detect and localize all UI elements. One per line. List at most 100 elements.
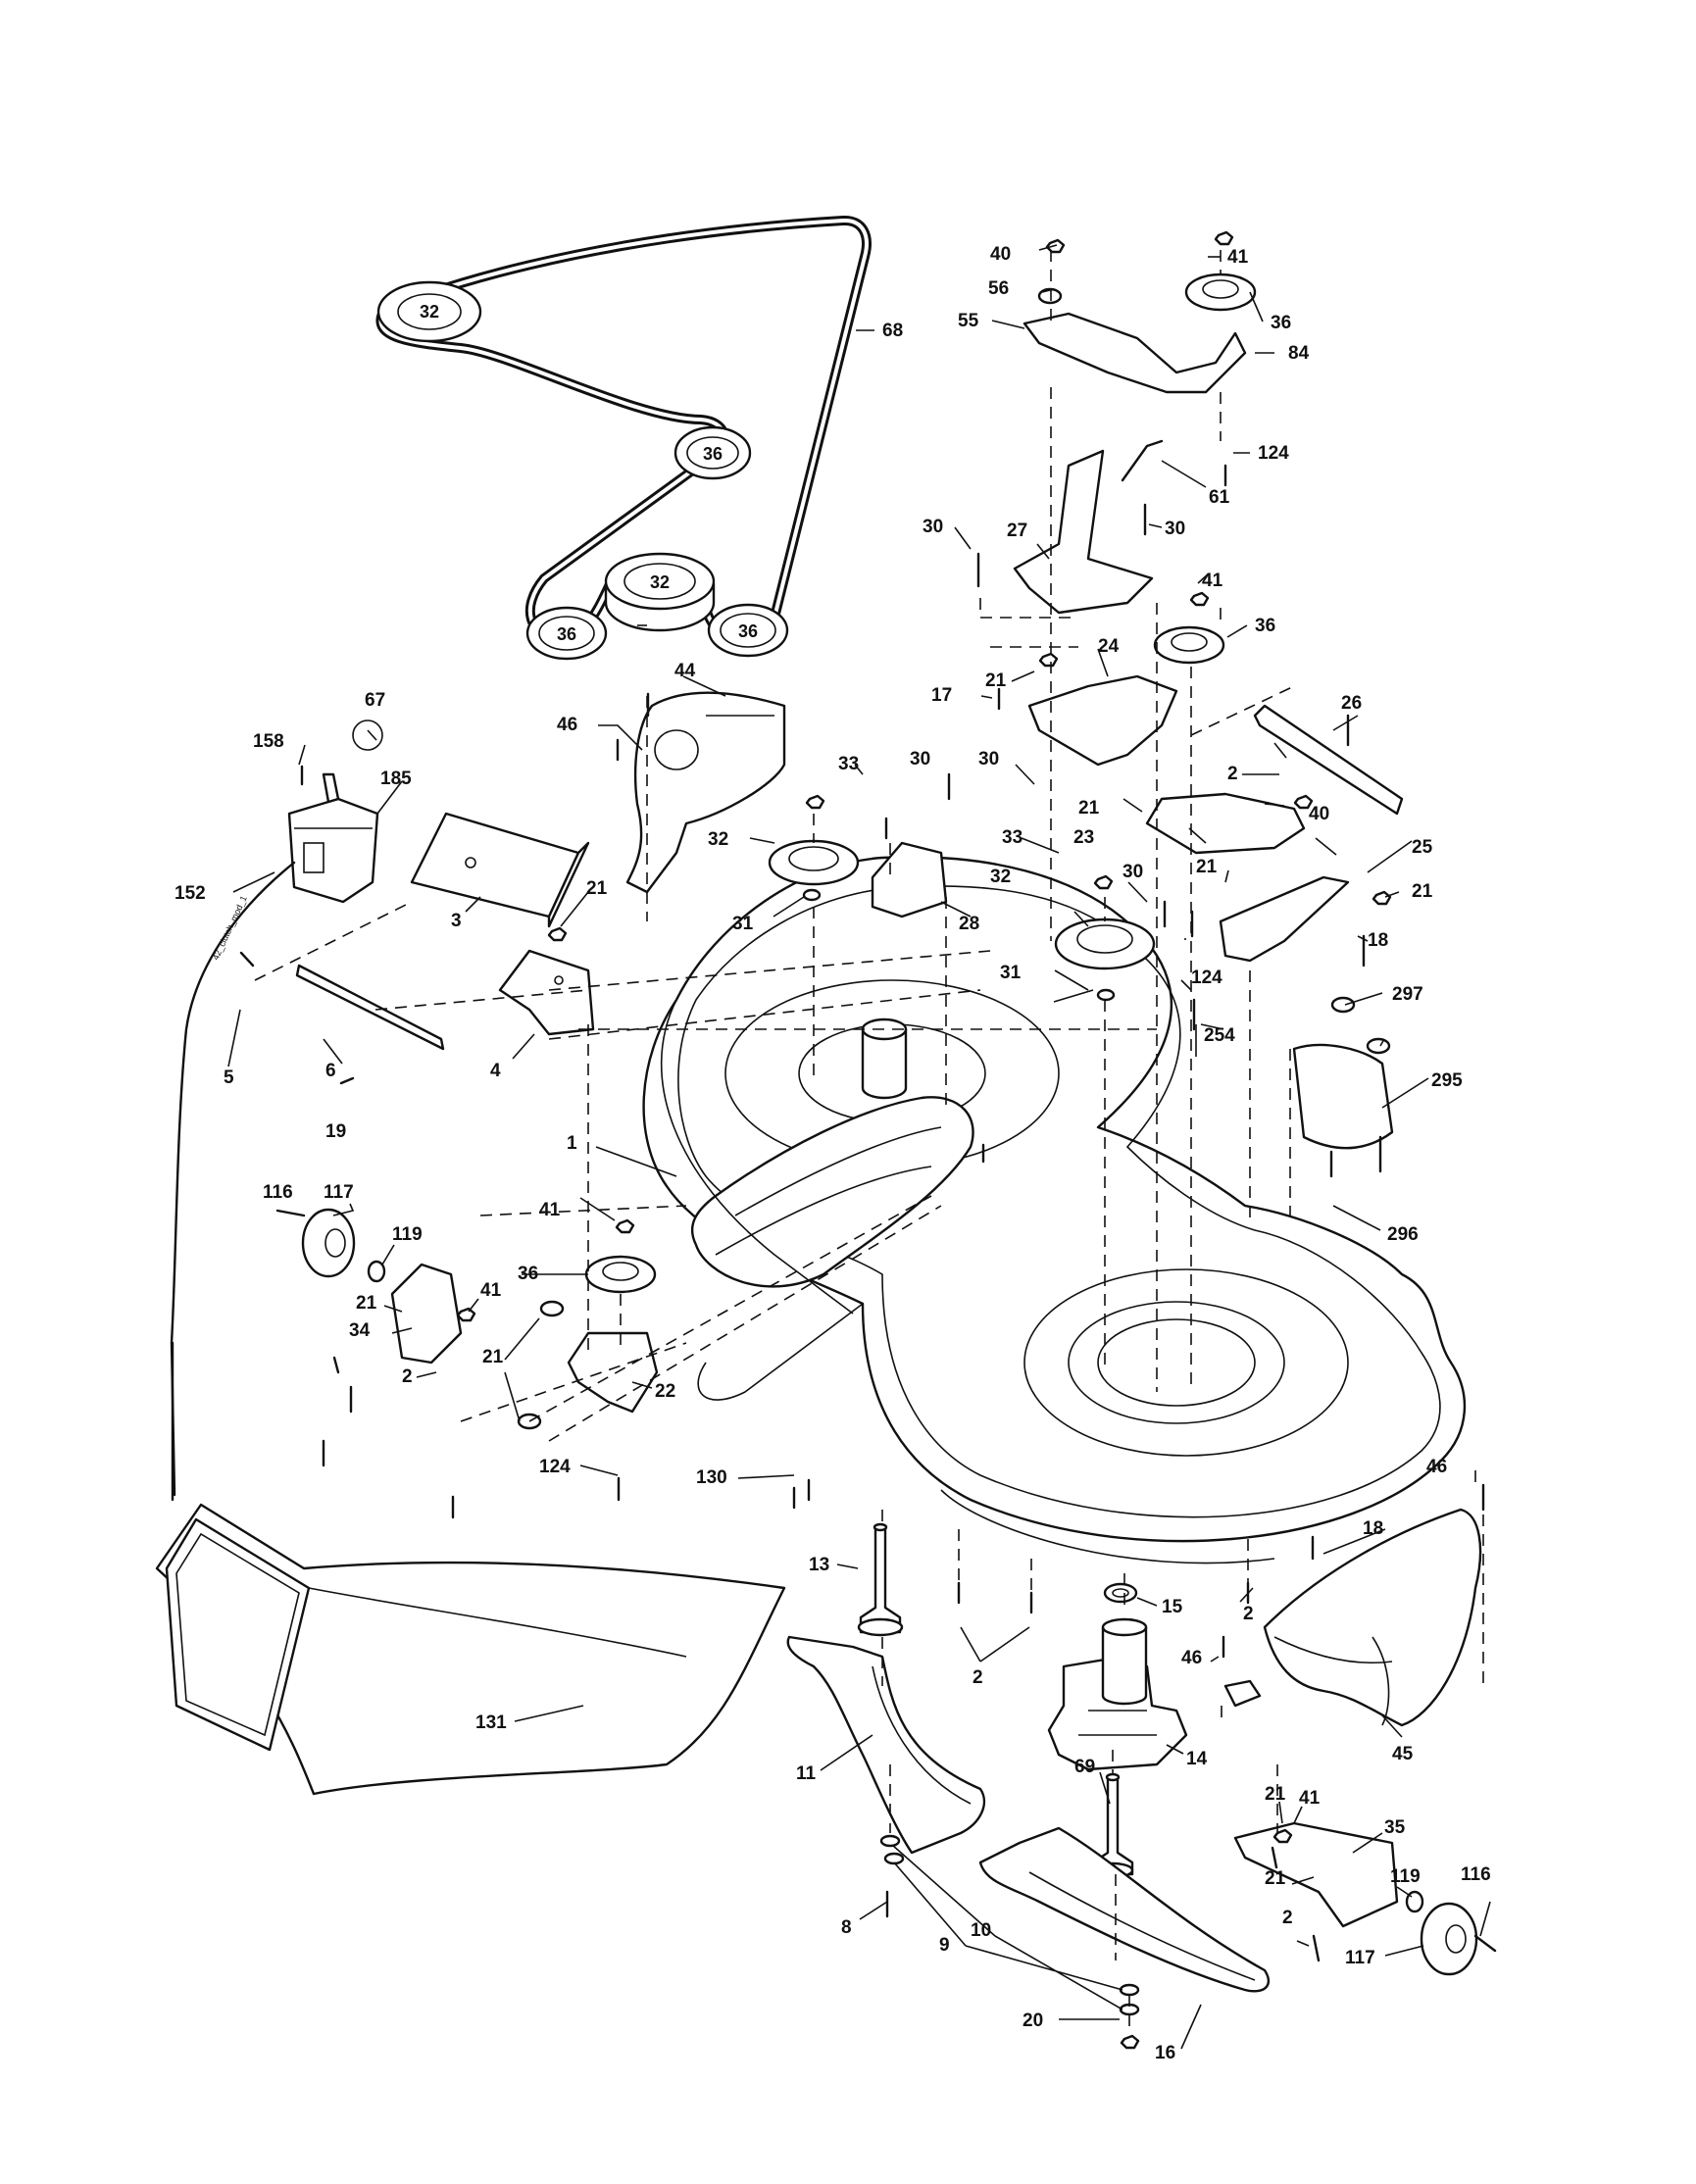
pulley-label: 36: [557, 624, 576, 644]
part-label-131: 131: [475, 1712, 507, 1733]
part-label-152: 152: [175, 883, 206, 904]
part-label-2: 2: [973, 1667, 983, 1688]
part-label-13: 13: [809, 1555, 829, 1575]
gauge-wheel-117-left: [301, 1208, 356, 1278]
part-label-41: 41: [1299, 1788, 1321, 1809]
part-label-24: 24: [1098, 636, 1120, 657]
baffle-45: [1223, 1508, 1482, 1727]
bracket-3: [410, 812, 590, 928]
belt-pulley-36-lower: 36: [707, 603, 789, 658]
ball-67: [352, 720, 383, 751]
part-label-17: 17: [931, 685, 952, 706]
part-label-116: 116: [1461, 1864, 1491, 1885]
clutch-bracket-185: [287, 772, 379, 904]
part-label-30: 30: [910, 749, 930, 769]
part-label-18: 18: [1363, 1518, 1383, 1539]
part-label-46: 46: [1181, 1648, 1202, 1668]
part-label-33: 33: [1002, 827, 1023, 848]
bracket-23: [1145, 792, 1306, 855]
washer-119-left: [367, 1260, 386, 1283]
part-label-124: 124: [539, 1457, 571, 1477]
bracket-26: [1253, 704, 1404, 816]
spindle-13: [857, 1522, 904, 1637]
bracket-4: [498, 949, 595, 1036]
part-label-119: 119: [1390, 1866, 1421, 1887]
idler-arm-55: [1023, 312, 1247, 394]
part-label-116: 116: [263, 1182, 293, 1203]
part-label-3: 3: [451, 911, 462, 931]
spindle-housing-14: [1047, 1617, 1188, 1771]
part-label-56: 56: [988, 278, 1009, 299]
part-label-21: 21: [356, 1293, 377, 1314]
part-label-124: 124: [1191, 968, 1222, 988]
part-label-69: 69: [1074, 1757, 1095, 1777]
part-label-40: 40: [990, 244, 1011, 265]
part-label-10: 10: [971, 1920, 991, 1941]
bagger-chute-131: [155, 1503, 786, 1796]
pulley-label: 36: [738, 621, 758, 641]
part-label-21: 21: [586, 878, 608, 899]
part-label-11: 11: [796, 1763, 817, 1784]
bracket-25: [1219, 875, 1350, 963]
part-label-19: 19: [325, 1121, 346, 1142]
part-label-21: 21: [1196, 857, 1218, 877]
part-label-21: 21: [1265, 1868, 1286, 1889]
part-label-16: 16: [1155, 2043, 1175, 2063]
part-label-2: 2: [1282, 1908, 1293, 1928]
part-label-67: 67: [365, 690, 385, 711]
part-label-61: 61: [1209, 487, 1230, 508]
part-label-1: 1: [567, 1133, 577, 1154]
blade-16: [978, 1826, 1271, 1993]
part-label-297: 297: [1392, 984, 1423, 1005]
baffle-295: [1292, 1043, 1394, 1150]
part-label-22: 22: [655, 1381, 675, 1402]
pulley-label: 32: [650, 572, 670, 592]
pulley-32-left: [768, 839, 860, 886]
part-label-35: 35: [1384, 1817, 1406, 1838]
part-label-84: 84: [1288, 343, 1310, 364]
part-label-21: 21: [1412, 881, 1433, 902]
part-label-30: 30: [1165, 519, 1185, 539]
part-label-158: 158: [253, 731, 284, 752]
part-label-36: 36: [1255, 616, 1275, 636]
leader-lines: [227, 244, 1491, 2050]
part-label-254: 254: [1204, 1025, 1235, 1046]
part-label-117: 117: [324, 1182, 354, 1203]
pulley-32-right: [1054, 918, 1156, 970]
belt-pulley-32-center: 32: [604, 552, 716, 632]
part-label-18: 18: [1368, 930, 1388, 951]
part-label-33: 33: [838, 754, 859, 774]
part-label-41: 41: [1202, 571, 1223, 591]
belt-pulley-36-left: 36: [525, 606, 608, 661]
rod-6: [295, 964, 445, 1051]
part-label-21: 21: [482, 1347, 504, 1367]
part-label-21: 21: [1078, 798, 1100, 819]
part-label-15: 15: [1162, 1597, 1183, 1617]
mower-deck-housing: [642, 856, 1467, 1564]
bracket-27: [1013, 449, 1154, 615]
part-label-2: 2: [1243, 1604, 1254, 1624]
part-label-130: 130: [696, 1467, 727, 1488]
hardware: [239, 230, 1497, 2050]
part-label-41: 41: [1227, 247, 1249, 268]
part-label-41: 41: [480, 1280, 502, 1301]
part-label-25: 25: [1412, 837, 1433, 858]
belt-pulley-32-upper: 32: [376, 280, 482, 343]
part-label-40: 40: [1309, 804, 1329, 824]
spring-61: [1121, 439, 1164, 482]
clutch-cable-152: 42_clutch_mod_1: [170, 861, 296, 1502]
baffle-44: [625, 691, 786, 894]
bearing-15: [1103, 1582, 1138, 1604]
pulley-label: 36: [703, 444, 723, 464]
pulley-label: 32: [420, 302, 439, 322]
part-label-295: 295: [1431, 1070, 1463, 1091]
pulley-36-lower: [584, 1255, 657, 1294]
part-label-28: 28: [959, 914, 979, 934]
part-label-124: 124: [1258, 443, 1289, 464]
part-label-36: 36: [518, 1264, 538, 1284]
part-label-36: 36: [1271, 313, 1291, 333]
part-label-30: 30: [1122, 862, 1143, 882]
bracket-34: [390, 1263, 463, 1365]
pulley-36-top: [1184, 273, 1257, 312]
